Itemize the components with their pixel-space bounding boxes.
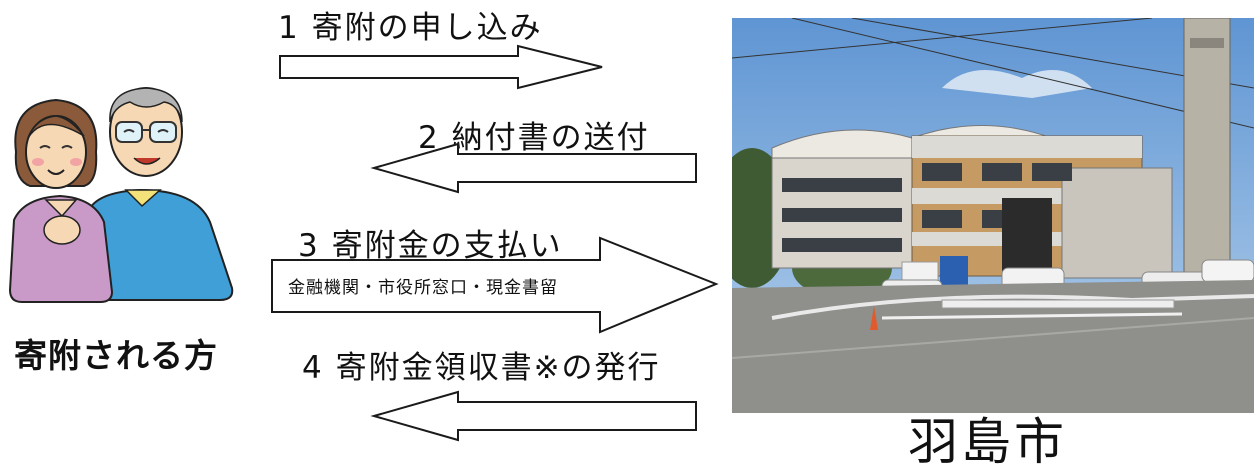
step-1-label: 1 寄附の申し込み bbox=[278, 10, 543, 46]
step-3-arrow bbox=[270, 236, 722, 336]
donor-label: 寄附される方 bbox=[14, 336, 218, 375]
right-arrow-icon bbox=[271, 236, 719, 334]
left-arrow-icon bbox=[370, 390, 697, 442]
right-arrow-icon bbox=[279, 44, 603, 90]
city-hall-icon bbox=[732, 18, 1254, 413]
step-1-arrow bbox=[278, 44, 608, 90]
step-4-label: 4 寄附金領収書※の発行 bbox=[302, 350, 661, 386]
payment-methods-text: 金融機関・市役所窓口・現金書留 bbox=[288, 278, 558, 298]
step-4-arrow bbox=[370, 390, 700, 442]
step-3-label: 3 寄附金の支払い bbox=[298, 228, 563, 264]
left-arrow-icon bbox=[370, 142, 697, 194]
elderly-couple-icon bbox=[8, 87, 234, 303]
city-label: 羽島市 bbox=[908, 413, 1067, 471]
step-2-arrow bbox=[370, 142, 700, 194]
donor-illustration bbox=[0, 82, 244, 308]
city-hall-photo bbox=[732, 18, 1254, 413]
